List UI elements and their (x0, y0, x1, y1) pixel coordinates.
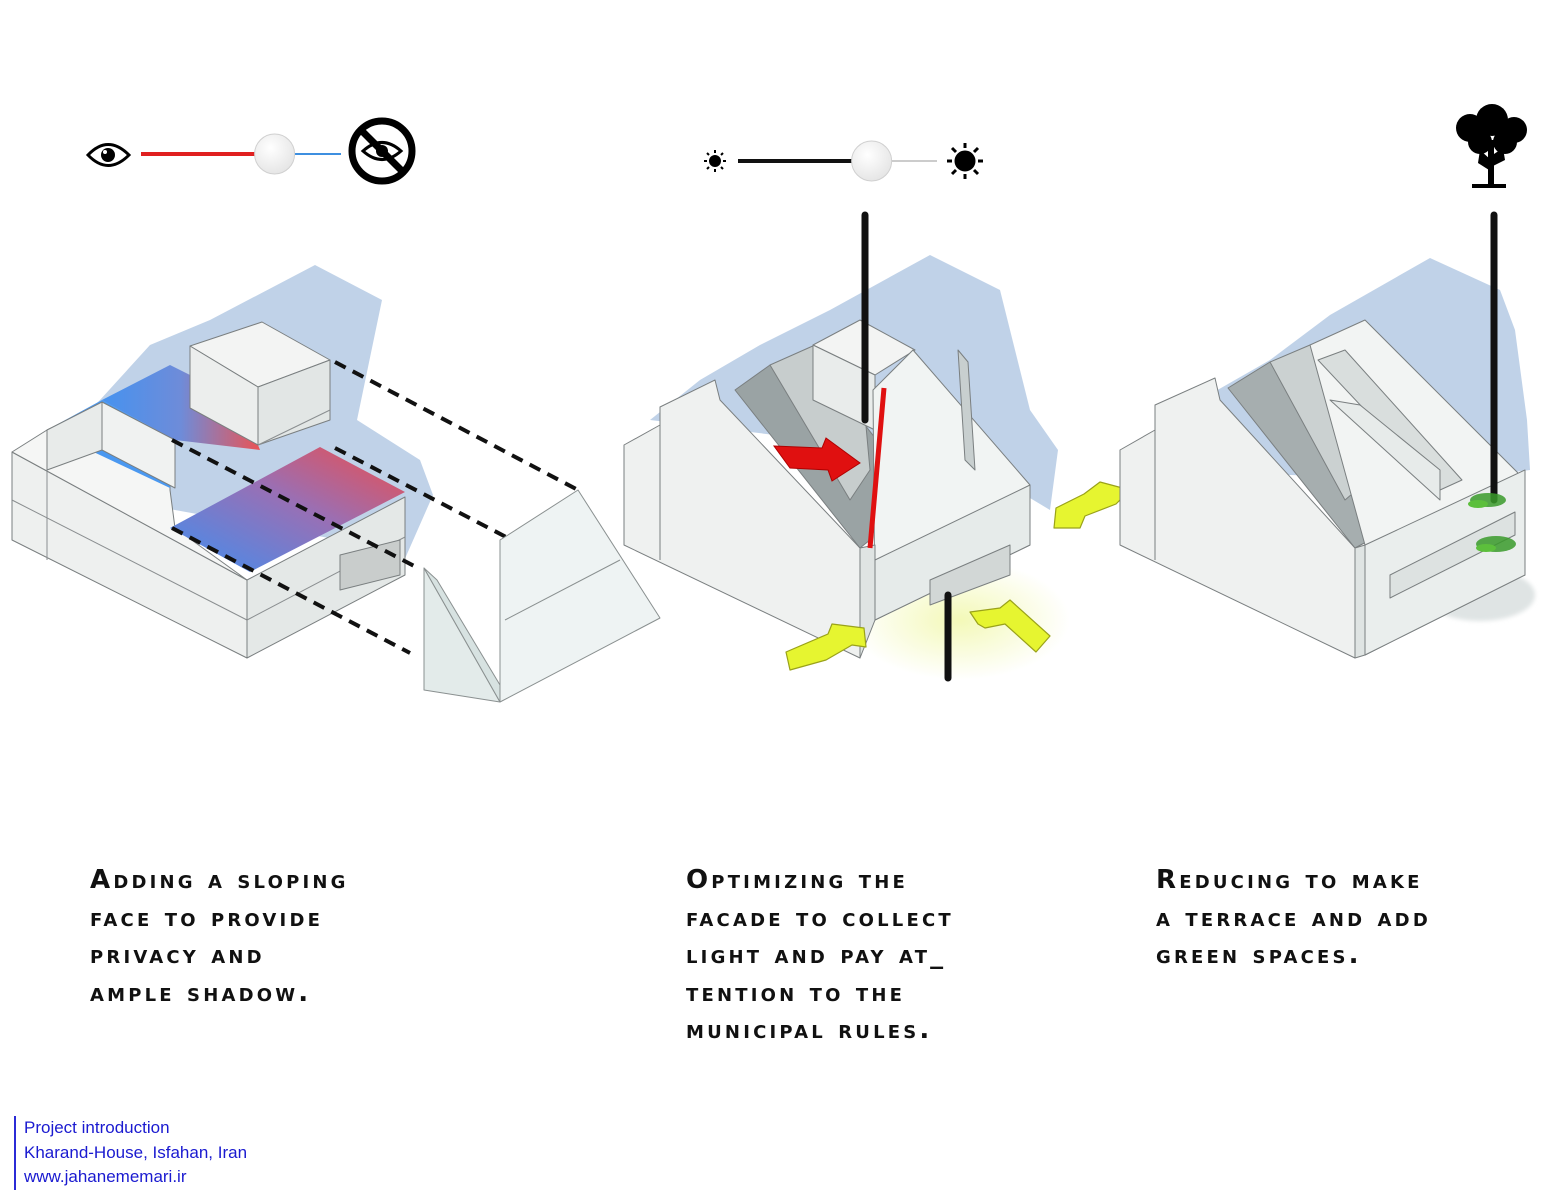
sloping-wedge (423, 489, 661, 703)
privacy-slider[interactable] (85, 117, 416, 185)
building-mass-3 (1119, 319, 1526, 659)
caption-line: face to provide (90, 902, 324, 933)
privacy-slider-knob[interactable] (254, 133, 296, 175)
caption-privacy: Adding a sloping face to provide privacy… (90, 862, 349, 1012)
credits-project: Kharand-House, Isfahan, Iran (24, 1142, 248, 1162)
caption-line: tention to the (686, 977, 906, 1008)
projection-lines (171, 360, 579, 655)
airflow-arrow-icon (1053, 481, 1131, 529)
panel-2-light (623, 140, 1131, 682)
credits-title: Project introduction (24, 1118, 170, 1137)
caption-terrace: Reducing to make a terrace and add green… (1156, 862, 1431, 975)
caption-line: facade to collect (686, 902, 954, 933)
light-slider-knob[interactable] (851, 140, 893, 182)
caption-line: green spaces. (1156, 940, 1362, 970)
large-sun-icon (947, 143, 983, 179)
airflow-arrows (785, 481, 1131, 671)
caption-line: municipal rules. (686, 1015, 933, 1045)
light-slider[interactable] (704, 140, 983, 182)
caption-light: Optimizing the facade to collect light a… (686, 862, 954, 1050)
caption-line: a terrace and add (1156, 902, 1431, 933)
caption-line: privacy and (90, 940, 265, 970)
credits: Project introduction Kharand-House, Isfa… (14, 1116, 247, 1190)
eye-icon (85, 143, 132, 167)
caption-line: light and pay at_ (686, 940, 947, 970)
tree-icon (1456, 104, 1527, 188)
eye-crossed-icon (348, 117, 416, 185)
caption-line: Reducing to make (1156, 865, 1423, 895)
caption-line: ample shadow. (90, 977, 312, 1008)
building-mass-1 (11, 321, 406, 659)
red-arrow-icon (772, 437, 861, 482)
small-sun-icon (704, 150, 726, 172)
green-spaces (1468, 493, 1516, 552)
facade-accent (867, 387, 887, 549)
airflow-arrow-icon (785, 623, 867, 671)
credits-website-link[interactable]: www.jahanememari.ir (24, 1167, 187, 1186)
airflow-arrow-icon (969, 599, 1051, 653)
panel-1-privacy (11, 117, 661, 703)
caption-line: Adding a sloping (90, 865, 349, 895)
caption-line: Optimizing the (686, 865, 908, 895)
panel-3-terrace (1119, 104, 1535, 659)
